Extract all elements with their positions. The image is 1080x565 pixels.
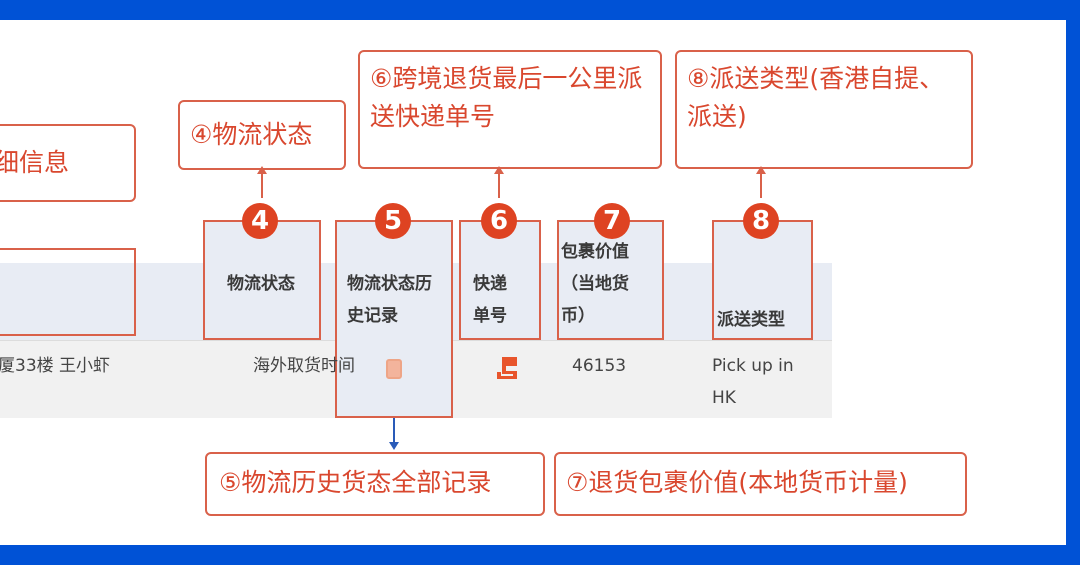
arrow-5 [389,418,399,450]
header-logistics-status[interactable]: 物流状态 [203,220,321,340]
callout-detail-info: 细信息 [0,124,136,202]
arrow-6 [494,166,504,198]
document-icon[interactable] [386,359,402,379]
callout-status-history: ⑤物流历史货态全部记录 [205,452,545,516]
badge-4: 4 [242,203,278,239]
badge-7: 7 [594,203,630,239]
highlight-address-header [0,248,136,336]
frame-top [0,0,1080,20]
frame-bottom [0,545,1080,565]
badge-6: 6 [481,203,517,239]
cell-parcel-value: 46153 [572,356,627,376]
cell-address: 厦33楼 王小虾 [0,356,111,376]
header-parcel-value[interactable]: 包裹价值（当地货币） [557,220,664,340]
callout-delivery-type: ⑧派送类型(香港自提、派送) [675,50,973,169]
express-logo-icon[interactable] [493,355,519,381]
header-delivery-type[interactable]: 派送类型 [712,220,813,340]
cell-status: 海外取货时间 [253,356,355,376]
arrow-4 [257,166,267,198]
callout-logistics-status: ④物流状态 [178,100,346,170]
header-status-history[interactable]: 物流状态历史记录 [335,220,453,418]
header-tracking-number[interactable]: 快递单号 [459,220,541,340]
callout-parcel-value: ⑦退货包裹价值(本地货币计量) [554,452,967,516]
badge-5: 5 [375,203,411,239]
cell-delivery-type: Pick up in HK [712,356,794,408]
frame-right [1066,0,1080,565]
badge-8: 8 [743,203,779,239]
callout-tracking-number: ⑥跨境退货最后一公里派送快递单号 [358,50,662,169]
arrow-8 [756,166,766,198]
